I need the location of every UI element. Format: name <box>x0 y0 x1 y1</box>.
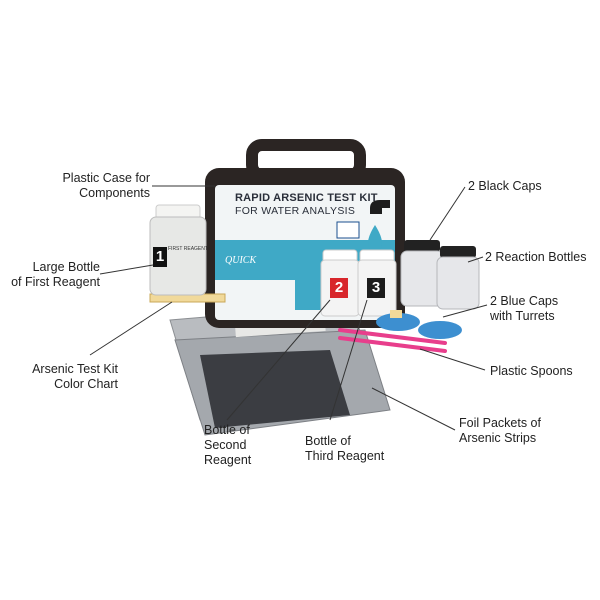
callout-blue-caps: 2 Blue Caps with Turrets <box>490 294 558 324</box>
first-reagent-bottle-image <box>149 204 207 296</box>
callout-second-reagent: Bottle of Second Reagent <box>204 423 251 468</box>
case-title-line2: FOR WATER ANALYSIS <box>235 205 356 217</box>
bottle-number-2: 2 <box>334 279 344 296</box>
callout-line: Arsenic Test Kit <box>32 362 118 376</box>
callout-line: Components <box>79 186 150 200</box>
callout-line: Bottle of <box>305 434 351 448</box>
callout-line: Foil Packets of <box>459 416 541 430</box>
foil-packets-image <box>169 304 391 436</box>
bottle-number-3: 3 <box>371 279 381 296</box>
callout-line: with Turrets <box>490 309 555 323</box>
leader-lines <box>89 185 488 431</box>
callout-line: Reagent <box>204 453 252 467</box>
callout-line: Third Reagent <box>305 449 385 463</box>
case-title-line1: RAPID ARSENIC TEST KIT <box>235 192 378 204</box>
callout-third-reagent: Bottle of Third Reagent <box>305 434 384 464</box>
callout-line: Plastic Case for <box>62 171 150 185</box>
callout-black-caps: 2 Black Caps <box>468 179 542 194</box>
callout-line: Color Chart <box>54 377 118 391</box>
callout-foil-packets: Foil Packets of Arsenic Strips <box>459 416 541 446</box>
blue-caps-image <box>376 310 462 339</box>
callout-line: Bottle of <box>204 423 250 437</box>
callout-plastic-spoons: Plastic Spoons <box>490 364 573 379</box>
callout-first-reagent: Large Bottle of First Reagent <box>0 260 100 290</box>
callout-line: 2 Reaction Bottles <box>485 250 587 264</box>
callout-line: Second <box>204 438 247 452</box>
reaction-bottles-image <box>400 240 480 310</box>
second-third-reagent-bottles-image <box>320 249 397 317</box>
callout-line: of First Reagent <box>11 275 100 289</box>
callout-line: 2 Blue Caps <box>490 294 559 308</box>
callout-line: Plastic Spoons <box>490 364 573 378</box>
callout-reaction-bottles: 2 Reaction Bottles <box>485 250 586 265</box>
callout-line: Large Bottle <box>32 260 100 274</box>
callout-line: 2 Black Caps <box>468 179 542 193</box>
bottle-number-1: 1 <box>155 248 165 265</box>
first-reagent-label: FIRST REAGENT <box>168 246 208 252</box>
callout-line: Arsenic Strips <box>459 431 537 445</box>
callout-plastic-case: Plastic Case for Components <box>40 171 150 201</box>
brand-logo: QUICK <box>225 255 257 266</box>
callout-color-chart: Arsenic Test Kit Color Chart <box>0 362 118 392</box>
